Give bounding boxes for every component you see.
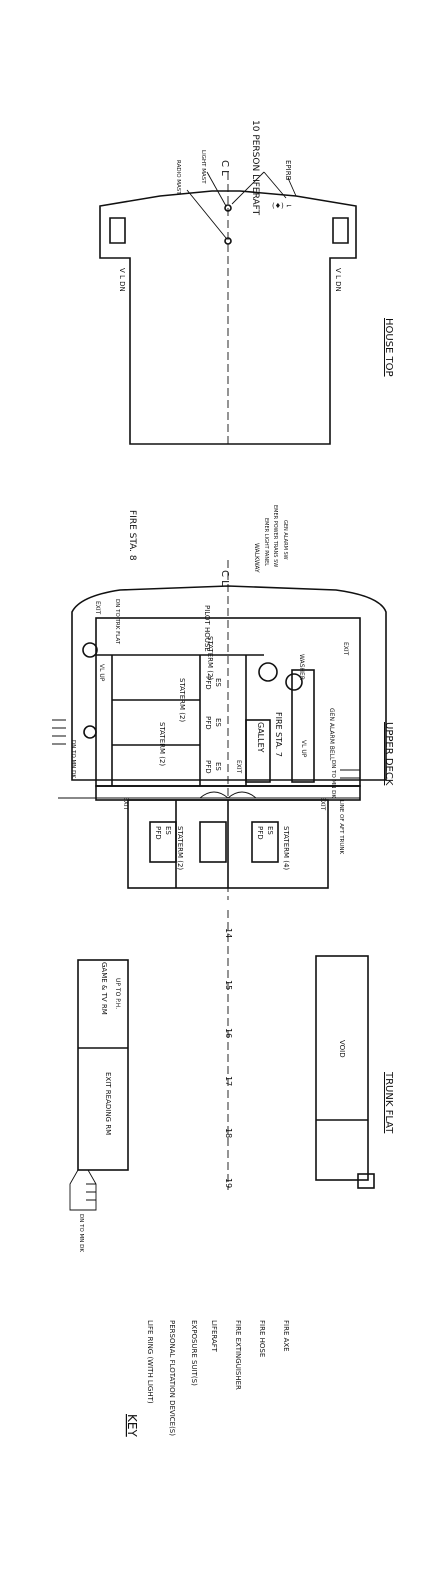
upper-deck-plan: FIRE STA. 8 C L WALKWAY EMER LIGHT PANEL… bbox=[52, 505, 394, 1188]
pfd-label-1: PFD bbox=[204, 676, 212, 690]
key-item-life-ring: LIFE RING (WITH LIGHT) bbox=[146, 1320, 154, 1404]
house-top-centerline-label: C L bbox=[219, 160, 230, 176]
frame-16-label: 16 bbox=[224, 1028, 233, 1038]
liferaft-label: 10 PERSON LIFERAFT bbox=[250, 120, 260, 216]
epirb-label: EPIRB bbox=[284, 160, 292, 181]
upper-deck-title: UPPER DECK bbox=[383, 722, 394, 786]
frame-14-label: 14 bbox=[224, 928, 233, 938]
washer-label: WASHER bbox=[298, 654, 305, 680]
up-to-ph-label: UP TO P.H. bbox=[114, 978, 121, 1009]
stateroom-label-3: STATERM (2) bbox=[206, 636, 214, 680]
dn-to-mn-dk-label: DN TO MN DK bbox=[78, 1214, 84, 1252]
exit-label-1: EXIT bbox=[94, 601, 101, 615]
stateroom-label-1: STATERM (2) bbox=[158, 722, 166, 766]
dn-to-trk-flat-label: DN TO TRK FLAT bbox=[114, 599, 120, 645]
frame-19-label: 19 bbox=[224, 1178, 233, 1188]
line-of-aft-trunk-label: LINE OF AFT TRUNK bbox=[338, 800, 344, 855]
pfd-label-5: PFD bbox=[256, 826, 264, 840]
liferaft-symbol: (♦) ⌐ bbox=[272, 202, 292, 210]
key-item-fire-hose: FIRE HOSE bbox=[258, 1320, 266, 1357]
reading-room-label: EXIT READING RM bbox=[104, 1072, 112, 1135]
void-label: VOID bbox=[338, 1040, 346, 1058]
gen-alarm-sw-label: GEN ALARM SW bbox=[282, 520, 288, 560]
pfd-label-2: PFD bbox=[204, 716, 212, 730]
trunk-flat-plan: EXIT READING RM GAME & TV RM UP TO P.H. … bbox=[69, 910, 394, 1252]
radio-mast-label: RADIO MAST bbox=[175, 160, 181, 195]
key-legend: KEY LIFE RING (WITH LIGHT) PERSONAL FLOT… bbox=[125, 1320, 290, 1437]
exit-label-4: EXIT bbox=[122, 797, 129, 811]
dn-to-mn-dk-port-label: DN TO MN DK bbox=[70, 740, 76, 778]
key-item-pfd: PERSONAL FLOTATION DEVICE(S) bbox=[168, 1320, 176, 1436]
pfd-label-3: PFD bbox=[204, 760, 212, 774]
stateroom-label-4: STATERM (2) bbox=[176, 826, 184, 870]
exit-label-3: EXIT bbox=[235, 760, 242, 774]
key-item-exposure-suit: EXPOSURE SUIT(S) bbox=[190, 1320, 198, 1386]
gen-alarm-bell-label: GEN ALARM BELL bbox=[328, 708, 335, 761]
es-label-2: ES bbox=[214, 718, 222, 727]
frame-18-label: 18 bbox=[224, 1128, 233, 1138]
upper-deck-centerline-label: C L bbox=[219, 570, 230, 586]
fire-station-7-label: FIRE STA. 7 bbox=[274, 712, 283, 757]
key-item-fire-axe: FIRE AXE bbox=[282, 1320, 290, 1352]
house-top-plan: (♦) ⌐ V L DN V L DN RADIO MAST LIGHT MAS… bbox=[99, 120, 394, 445]
dn-to-mn-dk-stbd-label: DN TO MN DK bbox=[330, 760, 336, 798]
frame-17-label: 17 bbox=[224, 1076, 233, 1086]
key-title: KEY bbox=[125, 1414, 139, 1437]
galley-label: GALLEY bbox=[256, 722, 265, 753]
exit-label-5: EXIT bbox=[319, 797, 326, 811]
pilot-house-label: PILOT HOUSE bbox=[203, 605, 211, 652]
key-item-liferaft: LIFERAFT bbox=[210, 1320, 218, 1353]
stateroom-label-5: STATERM (4) bbox=[282, 826, 290, 870]
frame-15-label: 15 bbox=[224, 980, 233, 990]
walkway-label: WALKWAY bbox=[253, 543, 260, 573]
trunk-flat-title: TRUNK FLAT bbox=[383, 1071, 394, 1134]
key-item-fire-extinguisher: FIRE EXTINGUISHER bbox=[234, 1320, 242, 1390]
stateroom-label-2: STATERM (2) bbox=[178, 678, 186, 722]
emer-power-trans-label: EMER POWER TRANS SW bbox=[272, 505, 278, 567]
vl-dn-port-label: V L DN bbox=[118, 268, 126, 292]
emer-light-panel-label: EMER LIGHT PANEL bbox=[263, 518, 269, 566]
pfd-label-4: PFD bbox=[154, 826, 162, 840]
vl-up-port-label: VL UP bbox=[98, 664, 105, 682]
es-label-1: ES bbox=[214, 678, 222, 687]
game-tv-room-label: GAME & TV RM bbox=[100, 962, 108, 1015]
vl-dn-stbd-label: V L DN bbox=[334, 268, 342, 292]
exit-label-2: EXIT bbox=[342, 642, 349, 656]
vl-up-stbd-label: VL UP bbox=[300, 740, 307, 758]
fire-station-8-label: FIRE STA. 8 bbox=[127, 510, 137, 561]
es-label-4: ES bbox=[164, 826, 172, 835]
es-label-5: ES bbox=[266, 826, 274, 835]
house-top-title: HOUSE TOP bbox=[383, 318, 394, 377]
es-label-3: ES bbox=[214, 762, 222, 771]
light-mast-label: LIGHT MAST bbox=[200, 150, 206, 184]
